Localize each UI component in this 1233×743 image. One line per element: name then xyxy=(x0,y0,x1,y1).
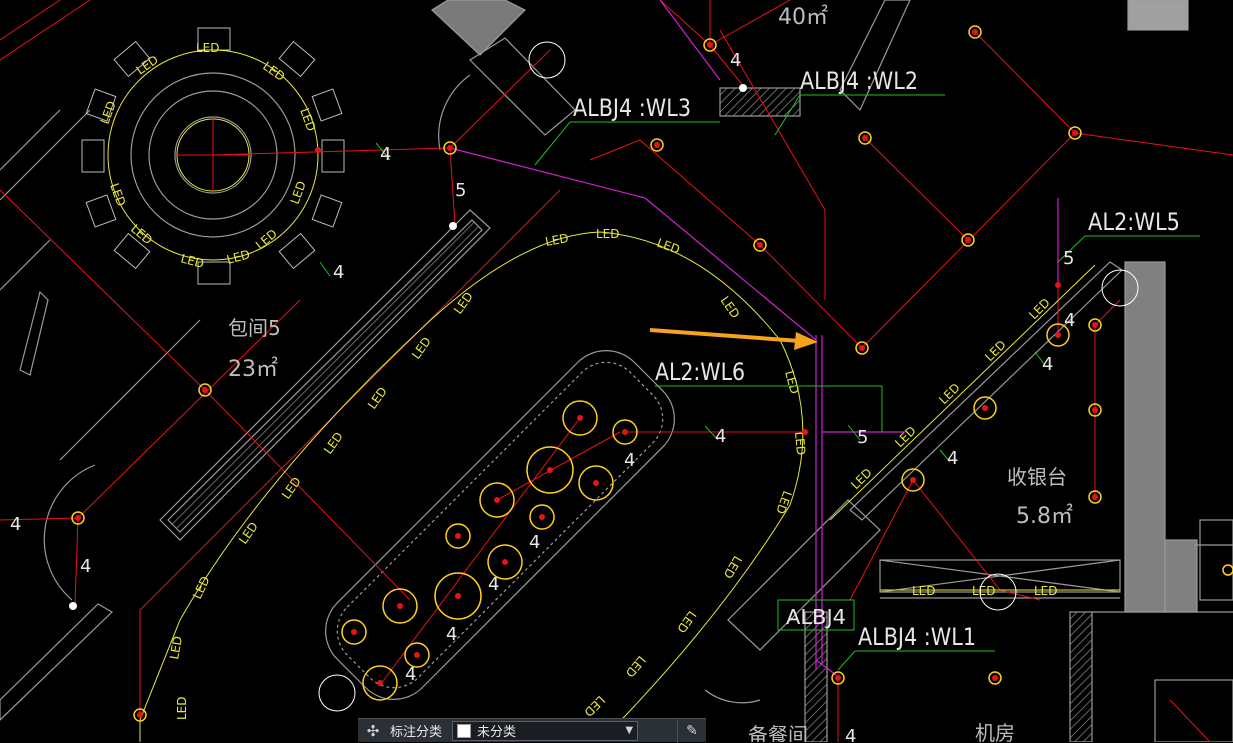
label-albj4-panel: ALBJ4 xyxy=(786,605,846,629)
svg-text:LED: LED xyxy=(773,489,794,516)
svg-text:LED: LED xyxy=(1026,296,1053,323)
svg-text:LED: LED xyxy=(190,574,213,601)
annotation-arrow xyxy=(649,328,818,350)
svg-text:4: 4 xyxy=(10,514,21,535)
svg-text:LED: LED xyxy=(848,466,875,493)
svg-text:LED: LED xyxy=(982,338,1009,365)
svg-text:LED: LED xyxy=(253,226,280,252)
svg-text:LED: LED xyxy=(179,251,205,271)
svg-text:LED: LED xyxy=(167,635,185,661)
svg-text:LED: LED xyxy=(936,381,963,408)
room-service-name: 备餐间 xyxy=(748,723,808,742)
svg-text:LED: LED xyxy=(655,236,682,257)
svg-text:4: 4 xyxy=(730,50,741,71)
category-color-swatch xyxy=(457,723,472,738)
ceiling-light-fixtures xyxy=(69,25,1233,722)
svg-text:LED: LED xyxy=(972,584,996,598)
svg-text:4: 4 xyxy=(488,574,499,595)
svg-text:4: 4 xyxy=(715,426,726,447)
label-albj4-wl1: ALBJ4 :WL1 xyxy=(858,623,976,651)
svg-text:LED: LED xyxy=(782,369,802,395)
svg-text:4: 4 xyxy=(380,144,391,165)
svg-text:LED: LED xyxy=(674,608,699,635)
room-private-5-name: 包间5 xyxy=(228,316,281,340)
circuit-labels: ALBJ4 :WL3 ALBJ4 :WL2 AL2:WL5 AL2:WL6 AL… xyxy=(573,67,1180,651)
svg-text:4: 4 xyxy=(947,448,958,469)
svg-text:LED: LED xyxy=(225,247,251,267)
edit-pencil-icon[interactable]: ✎ xyxy=(677,718,706,743)
svg-text:4: 4 xyxy=(529,532,540,553)
svg-text:LED: LED xyxy=(175,696,189,720)
room-machine-name: 机房 xyxy=(975,721,1015,742)
svg-text:4: 4 xyxy=(333,262,344,283)
annotation-group-icon[interactable]: ✣ xyxy=(366,721,380,740)
room-cashier-area: 5.8㎡ xyxy=(1016,503,1073,529)
svg-text:LED: LED xyxy=(196,41,220,55)
svg-text:5: 5 xyxy=(455,180,466,201)
chevron-down-icon: ▼ xyxy=(625,725,634,736)
svg-text:4: 4 xyxy=(624,450,635,471)
svg-text:LED: LED xyxy=(260,59,287,84)
svg-text:LED: LED xyxy=(912,584,936,598)
svg-text:LED: LED xyxy=(721,554,745,581)
svg-text:LED: LED xyxy=(134,53,161,78)
category-label: 标注分类 xyxy=(390,725,443,740)
svg-text:5: 5 xyxy=(857,427,868,448)
svg-text:LED: LED xyxy=(596,227,620,241)
dining-chairs xyxy=(81,27,345,285)
label-albj4-wl3: ALBJ4 :WL3 xyxy=(573,94,691,122)
label-albj4-wl2: ALBJ4 :WL2 xyxy=(800,67,918,95)
category-select-value: 未分类 xyxy=(477,725,517,740)
category-select[interactable]: 未分类 ▼ xyxy=(452,720,639,741)
room-labels: 包间5 23㎡ 收银台 5.8㎡ 40㎡ 备餐间 机房 xyxy=(228,4,1073,742)
svg-text:LED: LED xyxy=(892,424,919,451)
svg-text:LED: LED xyxy=(792,431,808,456)
svg-text:4: 4 xyxy=(446,624,457,645)
svg-text:LED: LED xyxy=(98,99,119,126)
svg-text:LED: LED xyxy=(365,384,390,411)
svg-text:LED: LED xyxy=(1034,584,1058,598)
room-cashier-name: 收银台 xyxy=(1007,465,1067,489)
wire-count-labels: 4 4 5 4 4 5 4 4 4 5 4 4 4 4 4 4 4 4 xyxy=(10,50,1075,742)
svg-text:LED: LED xyxy=(581,693,608,720)
svg-text:4: 4 xyxy=(1064,310,1075,331)
led-strip-curves xyxy=(139,231,1120,742)
svg-text:4: 4 xyxy=(1042,354,1053,375)
svg-text:LED: LED xyxy=(288,179,309,206)
magenta-circuit-wiring xyxy=(449,0,1059,676)
room-top-area: 40㎡ xyxy=(778,4,828,30)
svg-text:LED: LED xyxy=(718,294,743,321)
svg-text:4: 4 xyxy=(845,726,856,742)
label-leader-lines xyxy=(319,94,1200,671)
svg-text:LED: LED xyxy=(297,106,318,133)
svg-text:LED: LED xyxy=(451,289,476,316)
svg-text:4: 4 xyxy=(405,664,416,685)
svg-text:LED: LED xyxy=(623,653,649,680)
svg-text:LED: LED xyxy=(236,519,261,546)
svg-text:5: 5 xyxy=(1063,248,1074,269)
label-al2-wl6: AL2:WL6 xyxy=(655,358,745,386)
svg-text:LED: LED xyxy=(321,429,346,456)
led-strip-round-table xyxy=(107,49,319,261)
svg-text:4: 4 xyxy=(80,556,91,577)
svg-text:LED: LED xyxy=(409,334,434,361)
svg-text:LED: LED xyxy=(544,231,570,249)
room-private-5-area: 23㎡ xyxy=(228,356,278,382)
annotation-toolbar: ✣ 标注分类 未分类 ▼ ✎ xyxy=(358,718,706,743)
svg-text:LED: LED xyxy=(128,222,155,248)
label-al2-wl5: AL2:WL5 xyxy=(1088,208,1180,236)
